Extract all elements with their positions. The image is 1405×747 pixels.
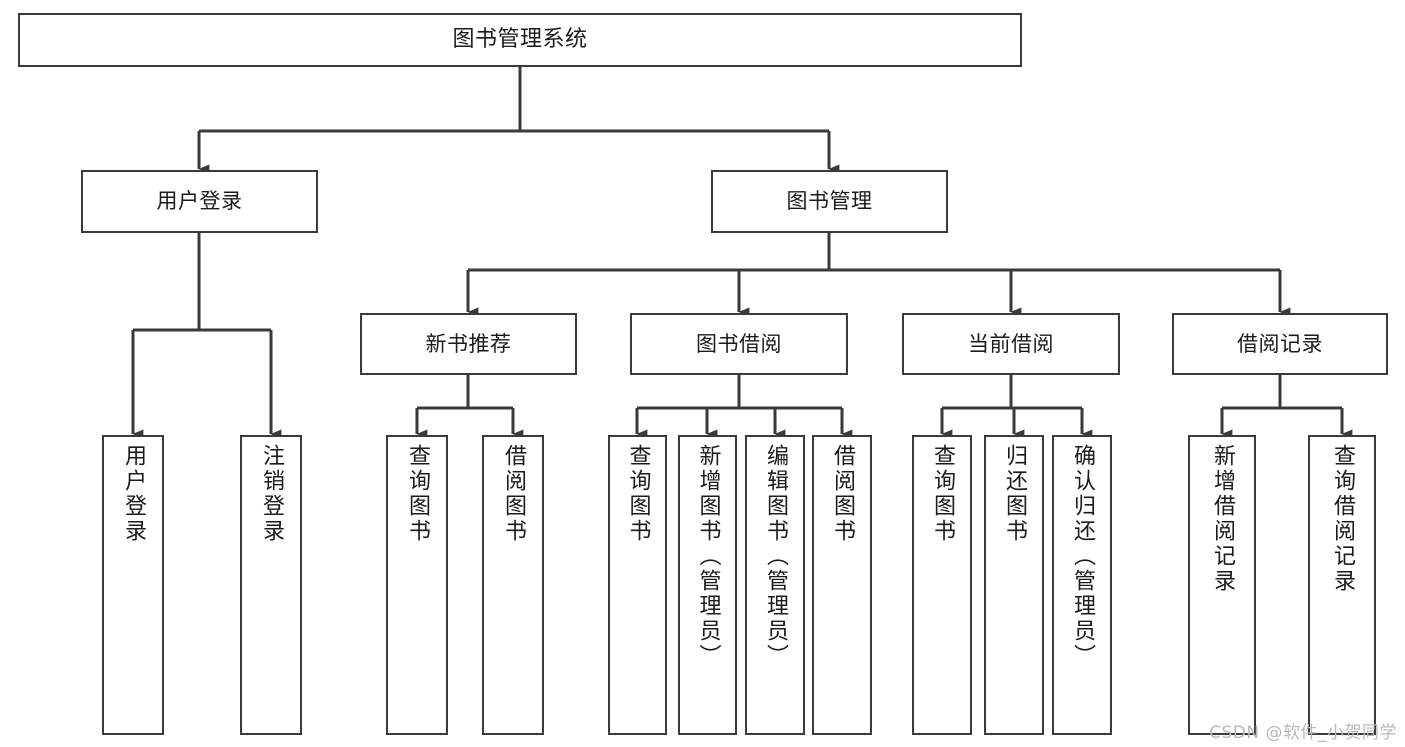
node-level3-2[interactable]: 当前借阅 [902, 313, 1120, 375]
node-leaf-6[interactable]: 编辑图书（管理员） [745, 435, 805, 735]
node-leaf-10[interactable]: 确认归还（管理员） [1052, 435, 1112, 735]
node-leaf-4[interactable]: 查询图书 [608, 435, 667, 735]
node-level2-0[interactable]: 用户登录 [81, 170, 318, 233]
node-leaf-3[interactable]: 借阅图书 [482, 435, 544, 735]
node-leaf-11[interactable]: 新增借阅记录 [1188, 435, 1256, 735]
node-leaf-9[interactable]: 归还图书 [984, 435, 1044, 735]
node-level3-2-label: 当前借阅 [968, 331, 1054, 356]
node-level3-0[interactable]: 新书推荐 [360, 313, 577, 375]
node-leaf-1[interactable]: 注销登录 [240, 435, 302, 735]
node-leaf-10-label: 确认归还（管理员） [1070, 444, 1095, 669]
node-level2-1[interactable]: 图书管理 [711, 170, 948, 233]
node-leaf-7[interactable]: 借阅图书 [812, 435, 872, 735]
node-level3-1[interactable]: 图书借阅 [630, 313, 848, 375]
node-leaf-0-label: 用户登录 [121, 444, 146, 544]
node-leaf-4-label: 查询图书 [625, 444, 651, 544]
node-leaf-3-label: 借阅图书 [501, 444, 526, 544]
node-level3-0-label: 新书推荐 [425, 331, 512, 356]
node-level3-3-label: 借阅记录 [1237, 331, 1323, 356]
node-root-system-label: 图书管理系统 [452, 27, 588, 53]
node-leaf-12-label: 查询借阅记录 [1330, 444, 1355, 594]
node-level2-1-label: 图书管理 [786, 189, 873, 214]
node-level3-3[interactable]: 借阅记录 [1172, 313, 1388, 375]
node-leaf-8[interactable]: 查询图书 [912, 435, 972, 735]
node-leaf-5-label: 新增图书（管理员） [695, 444, 721, 669]
node-leaf-8-label: 查询图书 [930, 444, 955, 544]
node-leaf-11-label: 新增借阅记录 [1210, 444, 1235, 594]
node-leaf-5[interactable]: 新增图书（管理员） [678, 435, 737, 735]
node-leaf-1-label: 注销登录 [259, 444, 284, 544]
node-leaf-9-label: 归还图书 [1002, 444, 1027, 544]
node-leaf-2[interactable]: 查询图书 [386, 435, 448, 735]
node-leaf-7-label: 借阅图书 [830, 444, 855, 544]
watermark-text: CSDN @软件_小贺同学 [1209, 723, 1397, 743]
node-leaf-12[interactable]: 查询借阅记录 [1308, 435, 1376, 735]
node-level3-1-label: 图书借阅 [696, 331, 782, 356]
node-level2-0-label: 用户登录 [156, 189, 243, 214]
node-root-system[interactable]: 图书管理系统 [18, 13, 1022, 67]
node-leaf-2-label: 查询图书 [405, 444, 430, 544]
node-leaf-0[interactable]: 用户登录 [102, 435, 164, 735]
node-leaf-6-label: 编辑图书（管理员） [763, 444, 788, 669]
